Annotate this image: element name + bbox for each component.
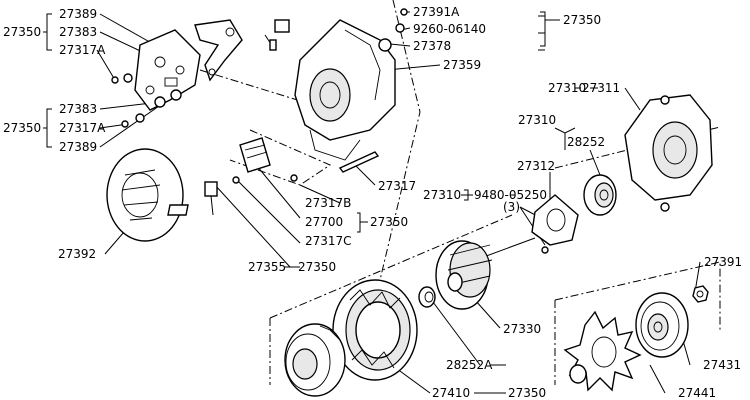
- dashed-outlines: [199, 0, 721, 385]
- label-27350-top: 27350: [3, 25, 41, 39]
- label-27700: 27700: [305, 215, 343, 229]
- label-27310-c: 27310: [423, 188, 461, 202]
- label-27317C: 27317C: [305, 234, 352, 248]
- label-27350-bottom: 27350: [508, 386, 546, 400]
- label-27431: 27431: [703, 358, 741, 372]
- label-9260-06140: 9260-06140: [413, 22, 486, 36]
- label-27355: 27355: [248, 260, 286, 274]
- stator: [332, 279, 418, 381]
- label-27383-mid: 27383: [59, 102, 97, 116]
- label-28252: 28252: [567, 135, 605, 149]
- label-27317A-top: 27317A: [59, 43, 106, 57]
- label-27383-top: 27383: [59, 25, 97, 39]
- label-27310-b: 27310: [518, 113, 556, 127]
- bracket-plate: [194, 19, 243, 82]
- pulley-27431: [635, 292, 689, 358]
- label-27389-mid: 27389: [59, 140, 97, 154]
- label-27391A: 27391A: [413, 5, 460, 19]
- label-27310-a: 27310: [548, 81, 586, 95]
- label-27410: 27410: [432, 386, 470, 400]
- label-27389-top: 27389: [59, 7, 97, 21]
- label-27330: 27330: [503, 322, 541, 336]
- rear-housing: [274, 8, 408, 161]
- label-27350-lower: 27350: [298, 260, 336, 274]
- label-27359: 27359: [443, 58, 481, 72]
- brush-holder-plate: [134, 29, 201, 111]
- nut-27391: [692, 285, 709, 303]
- rotor: [435, 237, 536, 310]
- label-27312: 27312: [517, 159, 555, 173]
- pulley-front: [284, 323, 346, 397]
- label-joiners: [43, 15, 581, 394]
- label-27317B: 27317B: [305, 196, 351, 210]
- small-hardware-left: [111, 34, 277, 128]
- bearing-28252: [583, 174, 617, 216]
- rear-cover: [106, 148, 189, 242]
- through-bolt: [338, 151, 380, 173]
- label-27350-top-right: 27350: [563, 13, 601, 27]
- label-27392: 27392: [58, 247, 96, 261]
- label-9480-05250: 9480-05250: [474, 188, 547, 202]
- terminal-27355: [204, 174, 298, 216]
- label-27350-mid: 27350: [3, 121, 41, 135]
- label-27378: 27378: [413, 39, 451, 53]
- label-27350-center: 27350: [370, 215, 408, 229]
- drive-end-frame: [624, 94, 713, 212]
- bearing-28252A: [418, 286, 436, 308]
- label-28252A: 28252A: [446, 358, 493, 372]
- label-27441: 27441: [678, 386, 716, 400]
- label-27317: 27317: [378, 179, 416, 193]
- regulator: [239, 137, 271, 173]
- retainer-plate: [531, 194, 579, 254]
- part-labels: 27389 27350 27383 27317A 27383 27350 273…: [3, 5, 742, 400]
- label-27311: 27311: [582, 81, 620, 95]
- label-27391: 27391: [704, 255, 742, 269]
- label-27317A-mid: 27317A: [59, 121, 106, 135]
- fan-27441: [563, 310, 642, 392]
- label-quantity-3: (3): [503, 200, 520, 214]
